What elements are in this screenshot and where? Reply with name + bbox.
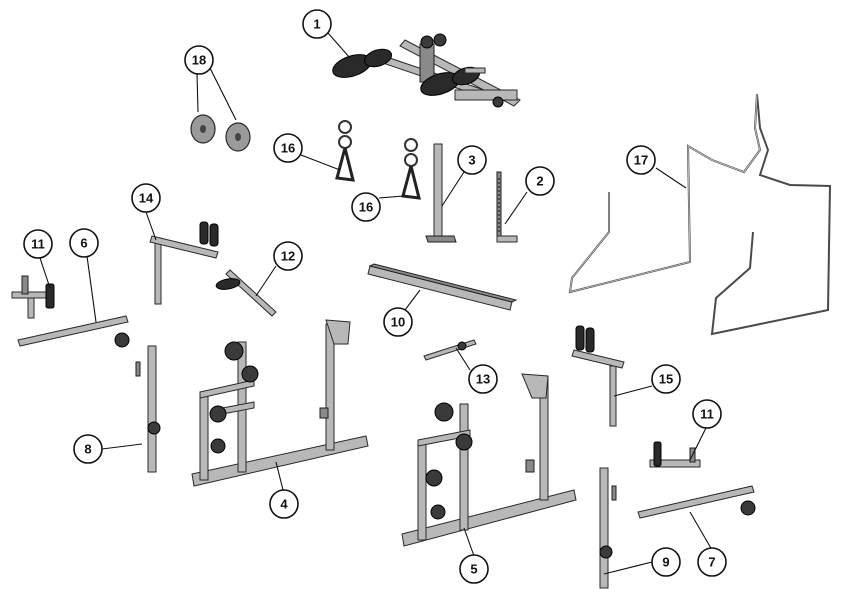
part-short-arm	[215, 269, 277, 317]
callout-label: 15	[659, 372, 673, 387]
part-bracket-left	[11, 275, 55, 319]
callout-4: 4	[269, 489, 299, 519]
callout-label: 18	[192, 53, 206, 68]
callout-label: 11	[31, 237, 45, 252]
callout-9: 9	[651, 547, 681, 577]
part-main-frame	[191, 319, 369, 487]
callout-14: 14	[131, 183, 161, 213]
callout-3: 3	[457, 145, 487, 175]
part-wire-frame	[568, 93, 832, 336]
callout-5: 5	[459, 554, 489, 584]
callout-label: 8	[84, 442, 91, 457]
part-leg-extension-arm	[332, 33, 521, 108]
callout-10: 10	[383, 307, 413, 337]
callout-15: 15	[651, 364, 681, 394]
callout-label: 12	[281, 249, 295, 264]
callout-16-left: 16	[273, 133, 303, 163]
callout-label: 11	[700, 407, 714, 422]
callout-label: 10	[391, 315, 405, 330]
callout-label: 16	[281, 141, 295, 156]
part-small-rod	[423, 339, 477, 361]
part-notched-bar	[496, 171, 518, 243]
callout-label: 1	[313, 17, 320, 32]
callout-11-right: 11	[692, 399, 722, 429]
callout-2: 2	[525, 166, 555, 196]
part-pivot-post	[571, 325, 625, 427]
callout-label: 5	[470, 562, 477, 577]
part-vertical-bar-left	[135, 345, 161, 473]
part-vertical-bar-right	[599, 467, 617, 589]
callout-label: 17	[634, 153, 648, 168]
callout-label: 14	[139, 191, 154, 206]
callout-label: 3	[468, 153, 475, 168]
callout-6: 6	[69, 228, 99, 258]
callout-1: 1	[302, 9, 332, 39]
callout-13: 13	[468, 364, 498, 394]
callout-7: 7	[697, 547, 727, 577]
callout-label: 2	[536, 174, 543, 189]
part-cross-bar-with-pads	[149, 221, 219, 305]
part-upright-post	[425, 143, 457, 243]
part-second-frame	[401, 373, 577, 547]
callout-label: 6	[80, 236, 87, 251]
part-weight-discs	[190, 114, 251, 152]
callout-18: 18	[184, 45, 214, 75]
callout-11-left: 11	[23, 229, 53, 259]
callout-label: 9	[662, 555, 669, 570]
callout-label: 4	[280, 497, 288, 512]
part-base-tube-left	[17, 315, 130, 348]
leader-lines	[39, 32, 713, 575]
part-base-tube-right	[637, 485, 756, 519]
callout-16-right: 16	[351, 192, 381, 222]
callout-label: 16	[359, 200, 373, 215]
callout-label: 13	[476, 372, 490, 387]
callout-label: 7	[708, 555, 715, 570]
part-long-tube	[367, 263, 518, 311]
callout-17: 17	[626, 145, 656, 175]
callout-12: 12	[273, 241, 303, 271]
callout-8: 8	[73, 434, 103, 464]
part-triangle-handles	[335, 120, 421, 200]
